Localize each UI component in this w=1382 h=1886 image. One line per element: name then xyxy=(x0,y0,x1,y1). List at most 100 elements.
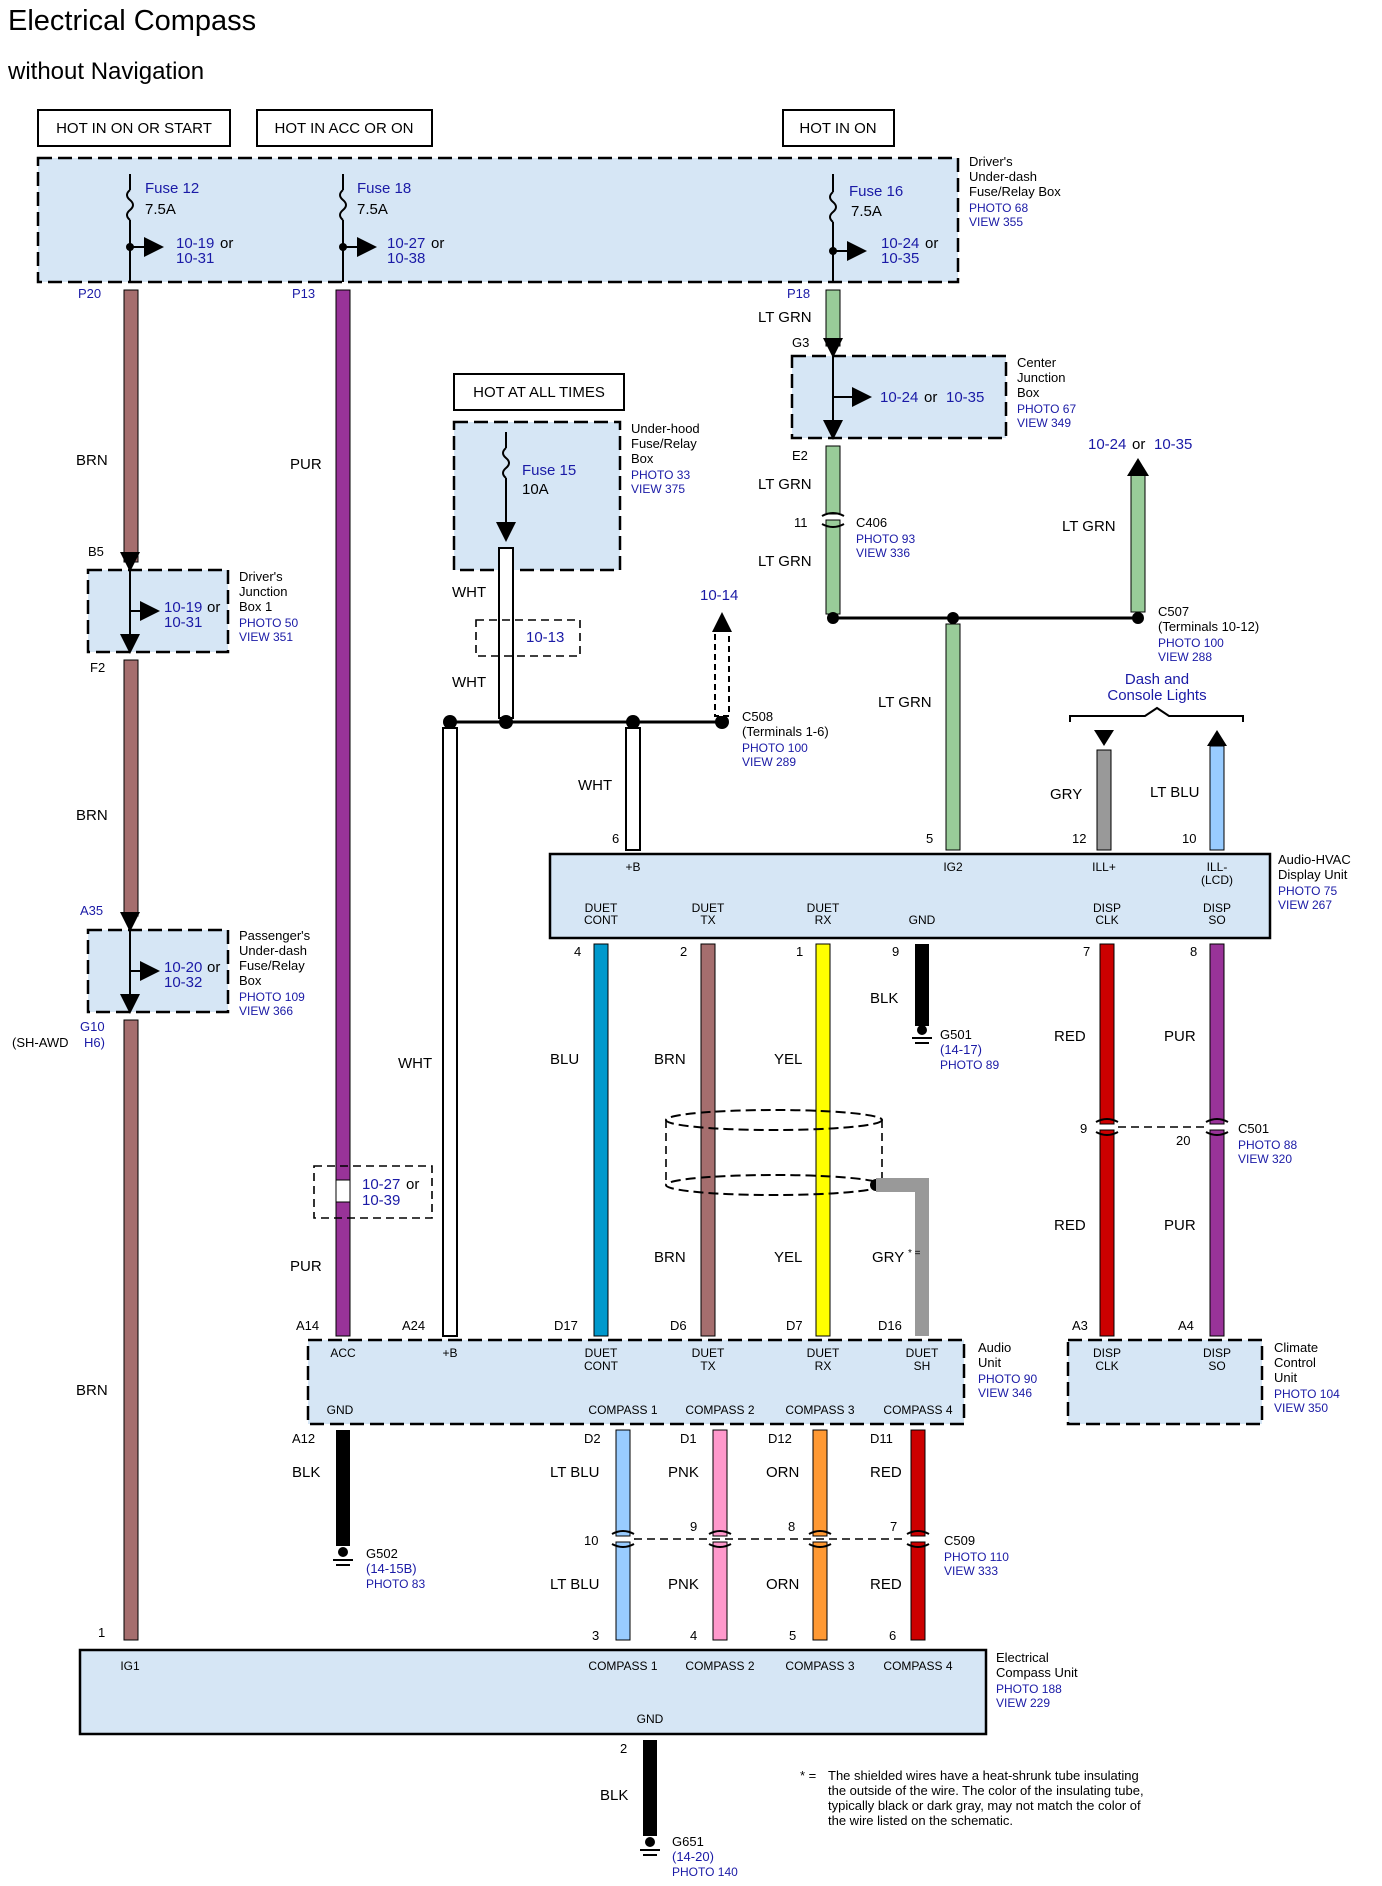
view-ref: VIEW 229 xyxy=(996,1696,1050,1710)
view-ref: VIEW 267 xyxy=(1278,898,1332,912)
photo-ref: PHOTO 68 xyxy=(969,201,1028,215)
pin-label: COMPASS 1 xyxy=(588,1403,657,1417)
wire-color-label: PUR xyxy=(290,1258,322,1275)
component-name: Display Unit xyxy=(1278,867,1348,882)
view-ref: VIEW 351 xyxy=(239,630,293,644)
ltgrn-wire-ig2 xyxy=(945,623,961,851)
pin-label: CONT xyxy=(584,1359,619,1373)
pin-label: GND xyxy=(909,913,936,927)
component-name: Unit xyxy=(978,1355,1002,1370)
pin-number: 5 xyxy=(789,1628,796,1643)
audio-unit xyxy=(306,1338,966,1426)
component-name: Junction xyxy=(239,584,287,599)
cross-ref: 10-32 xyxy=(164,974,202,991)
pin-label: +B xyxy=(442,1346,457,1360)
wire-color-label: BLU xyxy=(550,1051,579,1068)
component-name: Electrical xyxy=(996,1650,1049,1665)
component-name: Center xyxy=(1017,355,1057,370)
component-name: Box xyxy=(239,973,262,988)
pin-label: +B xyxy=(625,860,640,874)
ltgrn-wire-segment xyxy=(825,445,841,515)
pin-label: IG2 xyxy=(943,860,963,874)
wire-color-label: PUR xyxy=(290,456,322,473)
fuse-12-ref: 10-31 xyxy=(176,250,214,267)
component-name: Under-dash xyxy=(969,169,1037,184)
view-ref: VIEW 346 xyxy=(978,1386,1032,1400)
photo-ref: PHOTO 67 xyxy=(1017,402,1076,416)
connector-pin: 9 xyxy=(1080,1121,1087,1136)
fuse-18-ref: 10-27 xyxy=(387,235,425,252)
or-text: or xyxy=(220,235,233,252)
power-source-label: HOT AT ALL TIMES xyxy=(473,384,605,401)
component-name: Box xyxy=(631,451,654,466)
up-arrow-icon xyxy=(712,612,732,632)
power-source-label: HOT IN ON xyxy=(799,120,876,137)
component-name: Unit xyxy=(1274,1370,1298,1385)
photo-ref: PHOTO 104 xyxy=(1274,1387,1340,1401)
view-ref: VIEW 289 xyxy=(742,755,796,769)
cross-ref: 10-13 xyxy=(526,629,564,646)
wire-color-label: LT BLU xyxy=(550,1576,599,1593)
fuse-18-rating: 7.5A xyxy=(357,201,388,218)
photo-ref: PHOTO 89 xyxy=(940,1058,999,1072)
orn-wire-compass3 xyxy=(812,1541,828,1641)
pin-label: GND xyxy=(637,1712,664,1726)
pin-label: DUET xyxy=(692,901,725,915)
pin-label: COMPASS 3 xyxy=(785,1403,854,1417)
cross-ref: 10-31 xyxy=(164,614,202,631)
ground-name: G651 xyxy=(672,1834,704,1849)
ground-ref: (14-17) xyxy=(940,1042,982,1057)
under-hood-fuse-box xyxy=(452,420,622,572)
pin-number: 6 xyxy=(889,1628,896,1643)
ltblu-wire-ill xyxy=(1209,745,1225,851)
terminal-label: H6) xyxy=(84,1035,105,1050)
fuse-16-ref: 10-24 xyxy=(881,235,919,252)
pin-label: DISP xyxy=(1093,901,1121,915)
wire-color-label: WHT xyxy=(452,674,486,691)
terminal-label: A35 xyxy=(80,903,103,918)
ltblu-wire-compass1 xyxy=(615,1429,631,1537)
connector-note: (Terminals 10-12) xyxy=(1158,619,1259,634)
electrical-compass-unit xyxy=(78,1648,988,1736)
terminal-label: G10 xyxy=(80,1019,105,1034)
blu-wire-duet-cont xyxy=(593,943,609,1337)
pin-label: TX xyxy=(700,1359,715,1373)
connector-pin: 9 xyxy=(690,1519,697,1534)
pin-label: CLK xyxy=(1095,1359,1118,1373)
pin-id: A3 xyxy=(1072,1318,1088,1333)
pin-number: 2 xyxy=(680,944,687,959)
terminal-label: F2 xyxy=(90,660,105,675)
photo-ref: PHOTO 50 xyxy=(239,616,298,630)
wire-color-label: LT BLU xyxy=(1150,784,1199,801)
brn-wire-ig1 xyxy=(123,289,139,1641)
photo-ref: PHOTO 83 xyxy=(366,1577,425,1591)
junction-dashed-box xyxy=(313,1165,433,1219)
wire-color-label: RED xyxy=(870,1464,902,1481)
pin-label: DISP xyxy=(1203,901,1231,915)
footnote-line: The shielded wires have a heat-shrunk tu… xyxy=(828,1768,1139,1783)
cross-ref: 10-35 xyxy=(946,389,984,406)
wire-color-label: LT BLU xyxy=(550,1464,599,1481)
pin-number: 7 xyxy=(1083,944,1090,959)
view-ref: VIEW 349 xyxy=(1017,416,1071,430)
pin-id: A4 xyxy=(1178,1318,1194,1333)
shield-tube xyxy=(665,1109,883,1196)
wire-color-label: PUR xyxy=(1164,1217,1196,1234)
wire-color-label: RED xyxy=(870,1576,902,1593)
wire-color-label: GRY xyxy=(1050,786,1082,803)
terminal-label: (SH-AWD xyxy=(12,1035,69,1050)
component-name: Box xyxy=(1017,385,1040,400)
pin-label: COMPASS 1 xyxy=(588,1659,657,1673)
wire-color-label: RED xyxy=(1054,1217,1086,1234)
wire-color-label: BRN xyxy=(76,1382,108,1399)
wht-dashed-wire xyxy=(714,629,730,717)
pin-number: 1 xyxy=(98,1625,105,1640)
dash-lights-label: Console Lights xyxy=(1107,687,1206,704)
wire-color-label: BLK xyxy=(870,990,898,1007)
pin-id: A14 xyxy=(296,1318,319,1333)
yel-wire-duet-rx xyxy=(815,943,831,1337)
fuse-12-name: Fuse 12 xyxy=(145,180,199,197)
terminal-label: P18 xyxy=(787,286,810,301)
